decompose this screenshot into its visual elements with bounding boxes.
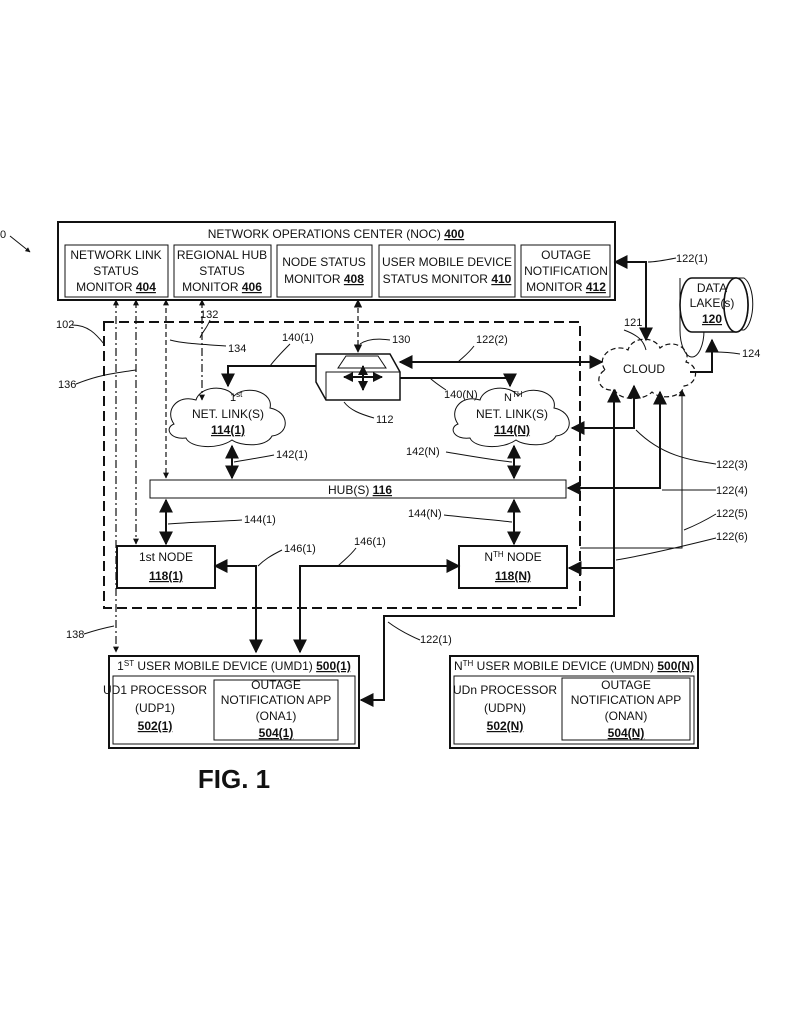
svg-text:STATUS MONITOR 410: STATUS MONITOR 410 [383, 272, 512, 286]
svg-text:140(1): 140(1) [282, 332, 314, 344]
svg-text:MONITOR 406: MONITOR 406 [182, 280, 262, 294]
svg-text:0: 0 [0, 229, 6, 241]
svg-text:112: 112 [376, 414, 394, 426]
svg-text:121: 121 [624, 317, 642, 329]
user-mobile-device-status-monitor: USER MOBILE DEVICE STATUS MONITOR 410 [378, 244, 516, 298]
svg-text:(UDPN): (UDPN) [484, 701, 526, 715]
svg-text:120: 120 [702, 312, 722, 326]
svg-text:122(6): 122(6) [716, 531, 748, 543]
svg-text:122(1): 122(1) [420, 634, 452, 646]
svg-text:NTH NODE: NTH NODE [484, 550, 541, 564]
svg-text:144(N): 144(N) [408, 508, 442, 520]
svg-text:132: 132 [200, 309, 218, 321]
svg-text:122(4): 122(4) [716, 485, 748, 497]
svg-text:504(N): 504(N) [608, 726, 645, 740]
svg-text:124: 124 [742, 348, 760, 360]
svg-text:502(1): 502(1) [138, 719, 173, 733]
svg-text:138: 138 [66, 629, 84, 641]
svg-text:LAKE(s): LAKE(s) [690, 296, 735, 310]
svg-text:CLOUD: CLOUD [623, 362, 665, 376]
svg-text:1st: 1st [230, 390, 243, 404]
svg-text:142(1): 142(1) [276, 449, 308, 461]
svg-text:UD1 PROCESSOR: UD1 PROCESSOR [103, 683, 207, 697]
outage-notification-monitor: OUTAGE NOTIFICATION MONITOR 412 [520, 244, 611, 298]
svg-text:NODE STATUS: NODE STATUS [282, 255, 366, 269]
svg-text:NOTIFICATION: NOTIFICATION [524, 264, 608, 278]
svg-text:NTH: NTH [504, 390, 523, 404]
cloud: CLOUD 121 [598, 317, 697, 400]
first-node: 1st NODE 118(1) [116, 545, 216, 589]
svg-text:122(1): 122(1) [676, 253, 708, 265]
svg-text:144(1): 144(1) [244, 514, 276, 526]
svg-text:1ST USER MOBILE DEVICE (UMD1): 1ST USER MOBILE DEVICE (UMD1) 500(1) [117, 659, 351, 673]
svg-text:146(1): 146(1) [284, 543, 316, 555]
svg-text:UDn PROCESSOR: UDn PROCESSOR [453, 683, 557, 697]
node-status-monitor: NODE STATUS MONITOR 408 [276, 244, 373, 298]
svg-text:MONITOR 408: MONITOR 408 [284, 272, 364, 286]
svg-text:OUTAGE: OUTAGE [601, 678, 651, 692]
svg-text:USER MOBILE DEVICE: USER MOBILE DEVICE [382, 255, 512, 269]
svg-text:1st NODE: 1st NODE [139, 550, 193, 564]
svg-text:DATA: DATA [697, 281, 727, 295]
router-icon [315, 353, 401, 401]
system-reference: 0 [0, 229, 31, 253]
first-user-mobile-device: 1ST USER MOBILE DEVICE (UMD1) 500(1) UD1… [103, 655, 360, 749]
svg-text:122(2): 122(2) [476, 334, 508, 346]
figure-label: FIG. 1 [198, 764, 270, 794]
svg-text:136: 136 [58, 379, 76, 391]
nth-node: NTH NODE 118(N) [458, 545, 568, 589]
svg-text:NOTIFICATION APP: NOTIFICATION APP [571, 693, 681, 707]
svg-text:STATUS: STATUS [93, 264, 139, 278]
svg-text:118(1): 118(1) [149, 569, 183, 583]
nth-user-mobile-device: NTH USER MOBILE DEVICE (UMDN) 500(N) UDn… [449, 655, 699, 749]
svg-text:(ONAN): (ONAN) [605, 709, 648, 723]
svg-text:114(N): 114(N) [494, 423, 530, 437]
svg-text:118(N): 118(N) [495, 569, 531, 583]
svg-text:502(N): 502(N) [487, 719, 524, 733]
svg-text:NOTIFICATION APP: NOTIFICATION APP [221, 693, 331, 707]
svg-text:NTH USER MOBILE DEVICE (UMDN): NTH USER MOBILE DEVICE (UMDN) 500(N) [454, 659, 694, 673]
hub-bar: HUB(S) 116 [149, 479, 567, 499]
svg-text:122(3): 122(3) [716, 459, 748, 471]
noc-box: NETWORK OPERATIONS CENTER (NOC) 400 [57, 221, 616, 301]
data-lake-cylinder: DATA LAKE(s) 120 [679, 277, 754, 358]
svg-text:MONITOR 412: MONITOR 412 [526, 280, 606, 294]
first-net-link-cloud: 1st NET. LINK(S) 114(1) [168, 387, 286, 447]
svg-text:NET. LINK(S): NET. LINK(S) [192, 407, 264, 421]
network-link-status-monitor: NETWORK LINK STATUS MONITOR 404 [64, 244, 169, 298]
svg-text:OUTAGE: OUTAGE [251, 678, 301, 692]
svg-text:HUB(S) 116: HUB(S) 116 [328, 483, 392, 497]
svg-text:(UDP1): (UDP1) [135, 701, 175, 715]
svg-text:146(1): 146(1) [354, 536, 386, 548]
svg-text:(ONA1): (ONA1) [256, 709, 297, 723]
svg-text:504(1): 504(1) [259, 726, 294, 740]
regional-hub-status-monitor: REGIONAL HUB STATUS MONITOR 406 [173, 244, 272, 298]
svg-text:130: 130 [392, 334, 410, 346]
svg-text:102: 102 [56, 319, 74, 331]
noc-title: NETWORK OPERATIONS CENTER (NOC) 400 [208, 227, 465, 241]
connections [113, 255, 719, 707]
svg-text:NETWORK LINK: NETWORK LINK [70, 248, 161, 262]
svg-text:NET. LINK(S): NET. LINK(S) [476, 407, 548, 421]
svg-text:134: 134 [228, 343, 246, 355]
svg-text:114(1): 114(1) [211, 423, 245, 437]
svg-text:REGIONAL HUB: REGIONAL HUB [177, 248, 267, 262]
svg-text:142(N): 142(N) [406, 446, 440, 458]
svg-text:OUTAGE: OUTAGE [541, 248, 591, 262]
svg-text:140(N): 140(N) [444, 389, 478, 401]
reference-labels: 102 132 134 136 138 130 112 140(1) 140(N… [56, 253, 760, 646]
svg-text:STATUS: STATUS [199, 264, 245, 278]
svg-text:122(5): 122(5) [716, 508, 748, 520]
svg-text:MONITOR 404: MONITOR 404 [76, 280, 156, 294]
